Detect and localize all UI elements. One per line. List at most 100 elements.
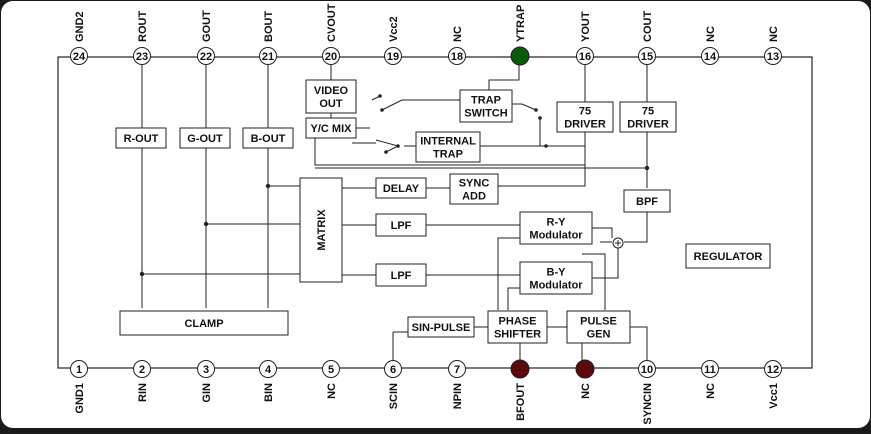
block-box (115, 127, 167, 149)
pin-circle (70, 360, 88, 378)
pin-top-nc-6: 18 NC (448, 26, 466, 65)
pin-circle (197, 360, 215, 378)
pin-number: 23 (136, 51, 148, 63)
pin-circle (197, 47, 215, 65)
pin-label: NC (452, 26, 464, 42)
pin-circle (384, 360, 402, 378)
block-label: CLAMP (184, 318, 223, 330)
pin-number: 14 (704, 51, 717, 63)
block-label: 75 (642, 106, 654, 118)
block-box (375, 213, 427, 237)
block-label: INTERNAL (420, 136, 476, 148)
pin-number: 5 (328, 364, 334, 376)
block-label: R-OUT (124, 133, 159, 145)
block-label: TRAP (433, 149, 463, 161)
pin-label: ROUT (137, 11, 149, 42)
pin-label: GND1 (74, 383, 86, 414)
pin-number: 19 (387, 51, 399, 63)
pin-label: BFOUT (515, 383, 527, 421)
pin-label: NC (580, 383, 592, 399)
pin-label: GND2 (74, 11, 86, 42)
block-label: VIDEO (314, 85, 349, 97)
block-box (566, 310, 631, 344)
block-label: DRIVER (627, 119, 669, 131)
block-label: ADD (462, 191, 486, 203)
pin-marker (510, 359, 530, 379)
block-box (487, 310, 548, 344)
block-label: OUT (319, 98, 343, 110)
pin-label: Vcc2 (388, 16, 400, 42)
pin-bottom-bfout-7: BFOUT (510, 359, 530, 421)
pin-marker (510, 46, 530, 66)
block-label: Modulator (529, 230, 583, 242)
pin-top-ytrap-7: YTRAP (510, 5, 530, 66)
pin-number: 10 (641, 364, 653, 376)
pin-number: 15 (641, 51, 653, 63)
pin-bottom-nc-8: NC (575, 359, 595, 399)
block-label: SWITCH (464, 108, 507, 120)
block-lpf-top: LPF (375, 213, 427, 237)
block-g-out: G-OUT (179, 127, 231, 149)
pin-circle (133, 47, 151, 65)
block-box (305, 79, 357, 114)
pin-number: 20 (325, 51, 337, 63)
pin-circle (701, 47, 719, 65)
pin-number: 11 (704, 364, 716, 376)
pin-number: 18 (451, 51, 463, 63)
block-label: 75 (579, 106, 591, 118)
block-box (519, 211, 593, 245)
block-bpf: BPF (623, 189, 671, 213)
pin-circle (764, 360, 782, 378)
block-label: Y/C MIX (311, 123, 353, 135)
block-label: MATRIX (316, 209, 328, 251)
pin-number: 3 (203, 364, 209, 376)
block-label: REGULATOR (694, 251, 763, 263)
pin-circle (764, 47, 782, 65)
block-r-out: R-OUT (115, 127, 167, 149)
block-label: DELAY (383, 183, 420, 195)
pin-number: 2 (139, 364, 145, 376)
pin-number: 1 (76, 364, 82, 376)
block-box (619, 101, 677, 133)
block-label: G-OUT (187, 133, 223, 145)
block-box (299, 177, 343, 283)
block-regulator: REGULATOR (685, 243, 771, 269)
block-box (415, 131, 481, 163)
pin-circle (322, 47, 340, 65)
pin-label: GIN (201, 383, 213, 403)
block-label: DRIVER (564, 119, 606, 131)
block-label: SHIFTER (494, 329, 541, 341)
block-box (449, 173, 499, 205)
block-label: SYNC (459, 178, 490, 190)
block-box (375, 263, 427, 287)
block-label: R-Y (547, 217, 567, 229)
pin-circle (259, 360, 277, 378)
pin-number: 21 (262, 51, 274, 63)
block-box (242, 127, 294, 149)
block-box (459, 89, 513, 123)
pin-label: YTRAP (515, 5, 527, 42)
block-matrix: MATRIX (299, 177, 343, 283)
block-box (375, 177, 427, 199)
pin-number: 13 (767, 51, 779, 63)
pin-label: RIN (137, 383, 149, 402)
pin-label: NC (768, 26, 780, 42)
pin-label: GOUT (201, 10, 213, 42)
block-delay: DELAY (375, 177, 427, 199)
pin-label: NC (326, 383, 338, 399)
